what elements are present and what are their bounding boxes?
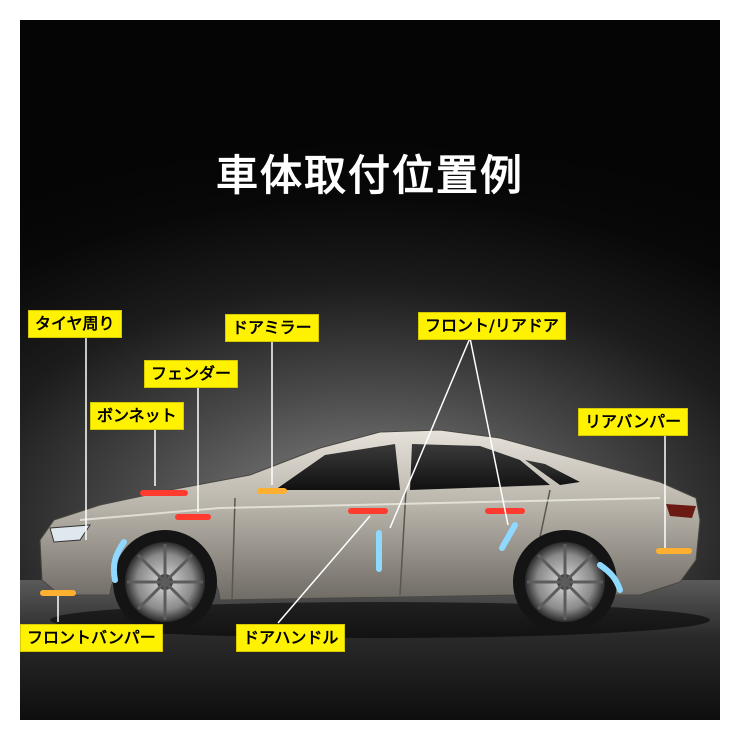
- rear-tire-reflector: [597, 562, 623, 593]
- front-tire-reflector: [110, 539, 127, 583]
- body-crease: [79, 497, 661, 521]
- page-title: 車体取付位置例: [215, 151, 524, 200]
- taillight: [666, 504, 696, 518]
- door-seam-middle: [399, 489, 407, 596]
- label-tire-well: タイヤ周り: [28, 310, 122, 338]
- car-window-front: [275, 444, 400, 490]
- car-window-rear: [410, 444, 550, 490]
- car-window-quarter: [525, 460, 580, 485]
- mirror-reflector: [257, 488, 287, 494]
- front-door-handle-reflector: [348, 508, 388, 514]
- label-front-rear-door: フロント/リアドア: [418, 312, 566, 340]
- leader-door-handle: [277, 515, 371, 624]
- rear-door-edge-reflector: [499, 522, 518, 551]
- front-door-edge-reflector: [376, 530, 382, 572]
- label-door-handle: ドアハンドル: [236, 624, 346, 652]
- fender-reflector: [175, 514, 211, 520]
- leader-door-rear: [469, 337, 509, 526]
- door-seam-front: [231, 497, 236, 601]
- front-bumper-reflector: [40, 590, 76, 596]
- front-wheel: [113, 530, 217, 634]
- rear-bumper-reflector: [656, 548, 692, 554]
- headlight: [49, 524, 91, 543]
- car-illustration: [39, 336, 710, 638]
- image-canvas: 車体取付位置例: [20, 20, 720, 720]
- leader-door-front: [389, 337, 471, 529]
- label-fender: フェンダー: [144, 360, 239, 388]
- label-rear-bumper: リアバンパー: [578, 408, 689, 436]
- bonnet-reflector: [140, 490, 188, 496]
- label-door-mirror: ドアミラー: [225, 314, 319, 342]
- rear-wheel: [513, 530, 617, 634]
- label-front-bumper: フロントバンパー: [20, 624, 163, 652]
- label-bonnet: ボンネット: [90, 402, 184, 430]
